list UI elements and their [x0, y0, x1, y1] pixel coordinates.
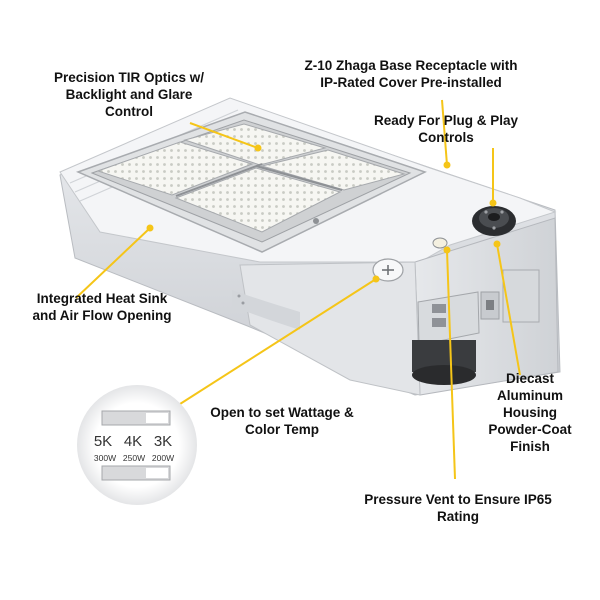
- callout-heat-sink: Integrated Heat Sink and Air Flow Openin…: [18, 290, 186, 324]
- watt-option-300: 300W: [94, 453, 116, 463]
- wattage-cct-selector: 5K 4K 3K 300W 250W 200W: [77, 385, 197, 505]
- pressure-vent: [432, 237, 448, 249]
- cct-option-4k: 4K: [124, 433, 142, 450]
- callout-line: Open to set Wattage &: [210, 405, 354, 420]
- mounting-bracket: [412, 269, 540, 385]
- callout-line: Pressure Vent to Ensure IP65: [364, 492, 552, 507]
- callout-wattage: Open to set Wattage & Color Temp: [196, 404, 368, 438]
- zhaga-receptacle: [472, 206, 516, 236]
- leader-lines: [75, 99, 521, 480]
- callout-line: Z-10 Zhaga Base Receptacle with: [304, 58, 518, 73]
- callout-line: and Air Flow Opening: [32, 308, 172, 323]
- watt-option-200: 200W: [152, 453, 174, 463]
- callout-line: Precision TIR Optics w/: [53, 70, 205, 85]
- callout-line: Integrated Heat Sink: [36, 291, 168, 306]
- watt-option-250: 250W: [123, 453, 145, 463]
- callout-line: Backlight and Glare: [65, 87, 193, 102]
- callout-line: Controls: [418, 130, 474, 145]
- cct-option-5k: 5K: [94, 433, 112, 450]
- callout-line: IP-Rated Cover Pre-installed: [320, 75, 502, 90]
- callout-pressure-vent: Pressure Vent to Ensure IP65 Rating: [340, 491, 576, 525]
- callout-zhaga: Z-10 Zhaga Base Receptacle with IP-Rated…: [287, 57, 535, 91]
- callout-line: Ready For Plug & Play: [373, 113, 519, 128]
- callout-line: Rating: [437, 509, 479, 524]
- callout-line: Color Temp: [245, 422, 319, 437]
- cct-option-3k: 3K: [154, 433, 172, 450]
- callout-line: Diecast: [505, 371, 555, 386]
- callout-line: Control: [105, 104, 153, 119]
- callout-tir-optics: Precision TIR Optics w/ Backlight and Gl…: [36, 69, 222, 120]
- callout-line: Powder-Coat: [488, 422, 572, 437]
- callout-diecast: Diecast Aluminum Housing Powder-Coat Fin…: [478, 370, 582, 455]
- callout-line: Finish: [510, 439, 550, 454]
- led-optics-panel: [75, 111, 427, 253]
- wattage-access-cap: [372, 258, 404, 282]
- callout-plug-play: Ready For Plug & Play Controls: [360, 112, 532, 146]
- callout-line: Housing: [503, 405, 557, 420]
- callout-line: Aluminum: [497, 388, 563, 403]
